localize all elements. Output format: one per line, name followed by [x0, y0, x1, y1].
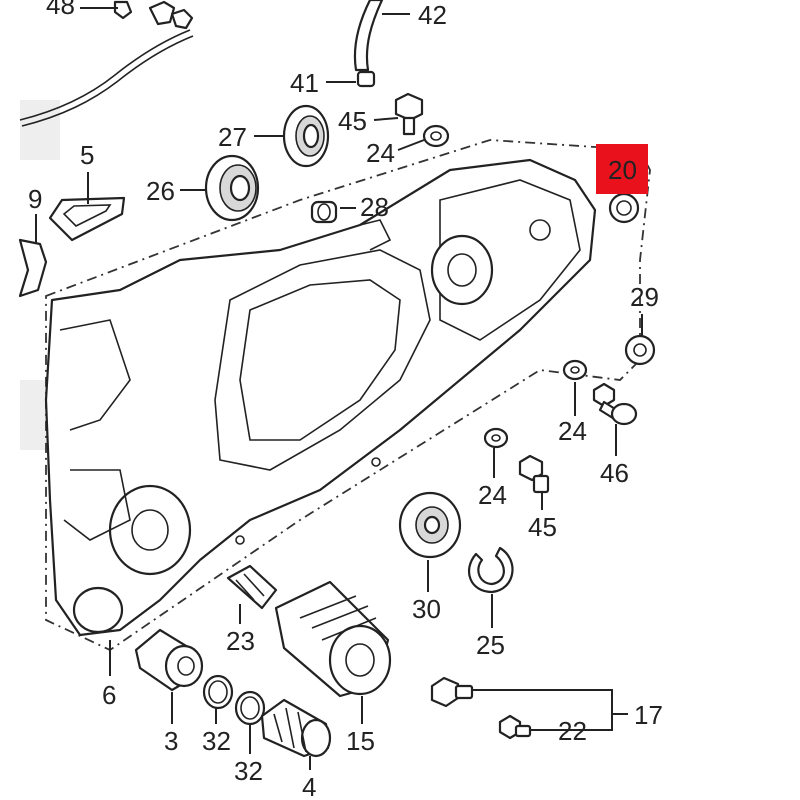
spring-4	[260, 698, 332, 758]
o-ring-32-b	[234, 690, 266, 726]
switch-17	[430, 676, 474, 708]
callout-24-right: 24	[558, 416, 587, 446]
callout-5: 5	[80, 140, 94, 170]
bolt-22	[498, 714, 532, 740]
callout-labels: 48 42 41 45 27 24 5 26 28 20 9 29 24 46 …	[28, 0, 663, 800]
bolt-46	[592, 382, 638, 426]
callout-45-mid: 45	[528, 512, 557, 542]
part-20-highlighted	[608, 192, 640, 224]
callout-9: 9	[28, 184, 42, 214]
wire-harness-48	[19, 0, 194, 127]
callout-27: 27	[218, 122, 247, 152]
circlip-25	[467, 546, 514, 594]
clip-9	[18, 238, 48, 298]
oil-filter-15	[274, 580, 392, 698]
bolt-45-mid	[518, 454, 550, 494]
callout-17: 17	[634, 700, 663, 730]
clip-41	[356, 70, 376, 88]
callout-24-mid: 24	[478, 480, 507, 510]
plug-29	[624, 334, 656, 366]
washer-24-mid	[483, 427, 509, 449]
callout-48: 48	[46, 0, 75, 20]
callout-30: 30	[412, 594, 441, 624]
callout-29: 29	[630, 282, 659, 312]
callout-32-a: 32	[202, 726, 231, 756]
bolt-45-top	[394, 92, 424, 136]
callout-28: 28	[360, 192, 389, 222]
callout-41: 41	[290, 68, 319, 98]
gasket-5	[48, 196, 126, 242]
washer-24-top	[422, 124, 450, 148]
callout-3: 3	[164, 726, 178, 756]
callout-26: 26	[146, 176, 175, 206]
callout-4: 4	[302, 772, 316, 800]
callout-20: 20	[608, 155, 637, 185]
oil-strainer-23	[226, 564, 278, 610]
callout-15: 15	[346, 726, 375, 756]
callout-32-b: 32	[234, 756, 263, 786]
callout-22: 22	[558, 716, 587, 746]
breather-tube-42	[353, 0, 384, 72]
callout-46: 46	[600, 458, 629, 488]
callout-42: 42	[418, 0, 447, 30]
callout-24-top: 24	[366, 138, 395, 168]
bearing-26	[204, 154, 260, 222]
callout-23: 23	[226, 626, 255, 656]
crankcase-6	[44, 158, 597, 637]
highlight-badge-20	[596, 144, 648, 194]
oil-seal-27	[282, 104, 330, 168]
callout-45-top: 45	[338, 106, 367, 136]
callout-6: 6	[102, 680, 116, 710]
oil-seal-30	[398, 491, 462, 559]
leader-lines	[35, 7, 643, 770]
o-ring-32-a	[202, 674, 234, 710]
callout-25: 25	[476, 630, 505, 660]
dowel-pin-28	[310, 200, 338, 224]
plug-3	[134, 628, 204, 692]
washer-24-right	[562, 359, 588, 381]
